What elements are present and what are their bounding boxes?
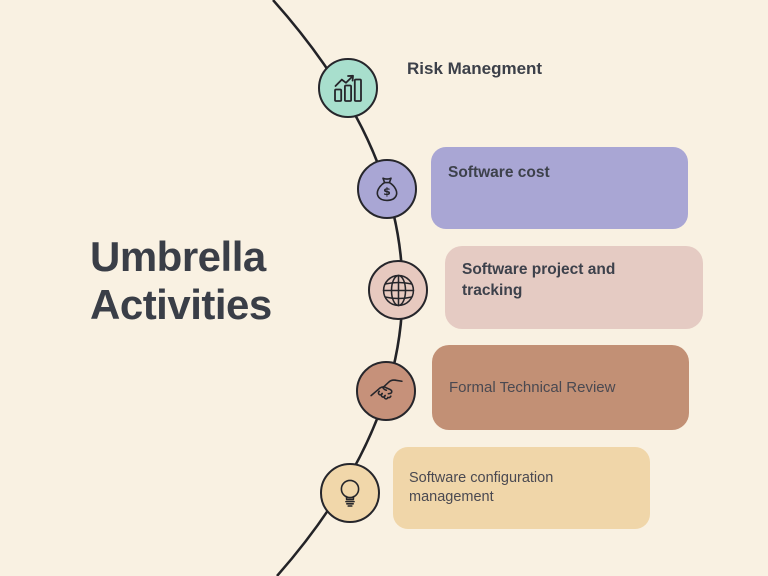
configuration-management-label: Software configuration management — [409, 470, 554, 505]
technical-review-label: Formal Technical Review — [449, 379, 616, 396]
box-configuration-management: Software configuration management — [393, 447, 650, 529]
risk-management-label: Risk Manegment — [407, 59, 543, 78]
page-title-line1: Umbrella — [90, 233, 266, 280]
box-project-tracking: Software project and tracking — [445, 246, 703, 329]
box-software-cost: Software cost — [431, 147, 688, 229]
page-title-line2: Activities — [90, 281, 272, 328]
globe-icon — [381, 273, 416, 308]
node-configuration-management — [320, 463, 380, 523]
node-risk-management — [318, 58, 378, 118]
lightbulb-icon — [333, 476, 367, 510]
software-cost-label: Software cost — [448, 164, 550, 181]
node-project-tracking — [368, 260, 428, 320]
bar-chart-icon — [330, 70, 366, 106]
money-bag-icon: $ — [370, 172, 404, 206]
handshake-icon — [368, 373, 405, 410]
project-tracking-label: Software project and tracking — [462, 261, 616, 299]
page-title: Umbrella Activities — [90, 233, 272, 329]
node-software-cost: $ — [357, 159, 417, 219]
box-technical-review: Formal Technical Review — [432, 345, 689, 430]
node-technical-review — [356, 361, 416, 421]
svg-text:$: $ — [383, 185, 391, 198]
